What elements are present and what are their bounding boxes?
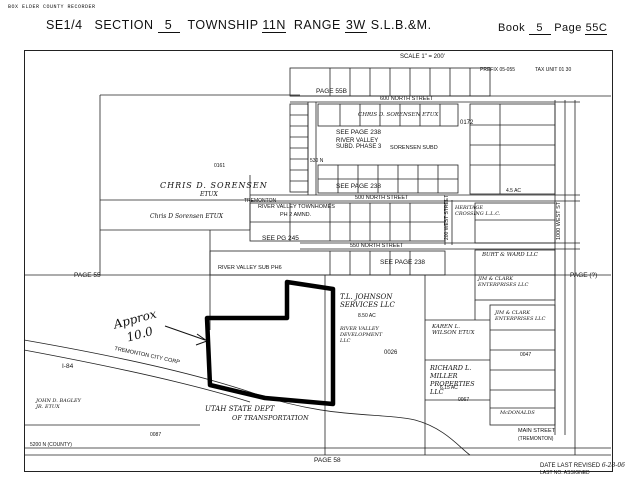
- range-number: 3W: [344, 18, 367, 33]
- quarter-section: SE1/4: [46, 18, 83, 32]
- map-frame: [24, 50, 613, 472]
- book-label: Book: [498, 22, 526, 34]
- tax-unit-note: TAX UNIT 01 30: [535, 67, 572, 73]
- footer-date-revised: DATE LAST REVISED 6-28-06: [540, 462, 625, 469]
- township-label: TOWNSHIP: [187, 18, 259, 32]
- parcel-0047: 0047: [520, 352, 532, 358]
- owner-mcdonalds: McDONALDS: [500, 410, 535, 416]
- scale-note: SCALE 1" = 200': [400, 54, 445, 60]
- township-number: 11N: [262, 18, 286, 33]
- footer-last-no: LAST NO. ASSIGNED: [540, 470, 590, 476]
- meridian: S.L.B.&M.: [370, 18, 432, 32]
- see-page-238-c: SEE PAGE 238: [380, 259, 426, 266]
- see-page-238-b: SEE PAGE 238: [336, 183, 382, 190]
- owner-chris-b: Chris D Sorensen ETUX: [150, 213, 224, 220]
- subdivision-rv-ph6: RIVER VALLEY SUB PH6: [218, 265, 282, 271]
- street-500-north: 500 NORTH STREET: [355, 195, 409, 201]
- subdivision-townhomes: RIVER VALLEY TOWNHOMES: [258, 204, 335, 210]
- page-ref-left: PAGE 55: [74, 272, 101, 279]
- parcel-acres-cs: 4.5 AC: [506, 188, 522, 194]
- book-page-ref: Book 5 Page 55C: [498, 22, 608, 35]
- owner-utah-state-1: UTAH STATE DEPT: [205, 405, 275, 413]
- parcel-acres-tl: 8.50 AC: [358, 313, 376, 319]
- prefix-note: PREFIX 05-055: [480, 67, 516, 73]
- street-main: MAIN STREET: [518, 428, 555, 434]
- page-number: 55C: [585, 22, 608, 35]
- page-label: Page: [554, 22, 582, 34]
- subdivision-tremonton: TREMONTON: [244, 198, 277, 204]
- owner-river-valley-dev: RIVER VALLEY DEVELOPMENT LLC: [340, 326, 383, 344]
- owner-chris-a-etux: ETUX: [200, 191, 218, 198]
- page-ref-right: PAGE (?): [570, 272, 598, 279]
- page-ref-top: PAGE 55B: [316, 88, 347, 95]
- owner-john-bagley: JOHN D. BAGLEY JR. ETUX: [36, 398, 81, 410]
- form-stamp: BOX ELDER COUNTY RECORDER: [8, 4, 96, 10]
- date-value: 6-28-06: [601, 462, 625, 469]
- section-label: SECTION: [94, 18, 154, 32]
- date-label: DATE LAST REVISED: [540, 463, 601, 469]
- page-ref-bottom: PAGE 58: [314, 457, 341, 464]
- parcel-0087: 0087: [150, 432, 162, 438]
- street-600-north: 600 NORTH STREET: [380, 96, 434, 102]
- section-number: 5: [157, 18, 180, 33]
- owner-richard-miller: RICHARD L. MILLER PROPERTIES LLC: [430, 364, 475, 396]
- county-line: 5200 N (COUNTY): [30, 442, 72, 448]
- parcel-530n: 530 N: [310, 158, 324, 164]
- highway-i84: I-84: [62, 363, 74, 370]
- subdivision-ph2: PH 2 AMND.: [280, 212, 312, 218]
- see-page-238-a: SEE PAGE 238: [336, 129, 382, 136]
- street-1000-west: 1000 WEST ST: [556, 201, 562, 240]
- subdivision-sorensen: SORENSEN SUBD: [390, 145, 438, 151]
- book-number: 5: [528, 22, 551, 35]
- owner-chris-a: CHRIS D. SORENSEN: [160, 181, 268, 190]
- owner-jim-clark-2: JIM & CLARK ENTERPRISES LLC: [495, 310, 546, 322]
- owner-chris-c: CHRIS D. SORENSEN ETUX: [358, 112, 439, 118]
- subdivision-river-valley-ph3: RIVER VALLEY SUBD. PHASE 3: [336, 138, 382, 150]
- parcel-0026: 0026: [384, 350, 398, 356]
- owner-utah-state-2: OF TRANSPORTATION: [232, 414, 309, 422]
- range-label: RANGE: [293, 18, 341, 32]
- parcel-0067: 0067: [458, 397, 470, 403]
- street-200-west: 200 WEST STREET: [444, 194, 450, 240]
- owner-jim-clark-1: JIM & CLARK ENTERPRISES LLC: [478, 276, 529, 288]
- street-550-north: 550 NORTH STREET: [350, 243, 404, 249]
- owner-burt-ward: BURT & WARD LLC: [482, 252, 538, 258]
- owner-tl-johnson: T.L. JOHNSON SERVICES LLC: [340, 293, 395, 309]
- owner-karen-wilson: KAREN L. WILSON ETUX: [432, 324, 475, 336]
- owner-heritage: HERITAGE CROSSING L.L.C.: [455, 205, 501, 217]
- see-page-245: SEE PG 245: [262, 235, 299, 242]
- parcel-0161: 0161: [214, 163, 226, 169]
- parcel-0172: 0172: [460, 120, 474, 126]
- parcel-acres-rm: 6.15 AC: [440, 385, 458, 391]
- subject-parcel-boundary: [204, 279, 336, 407]
- plat-header: SE1/4 SECTION 5 TOWNSHIP 11N RANGE 3W S.…: [46, 18, 432, 33]
- street-tremonton: (TREMONTON): [518, 436, 554, 442]
